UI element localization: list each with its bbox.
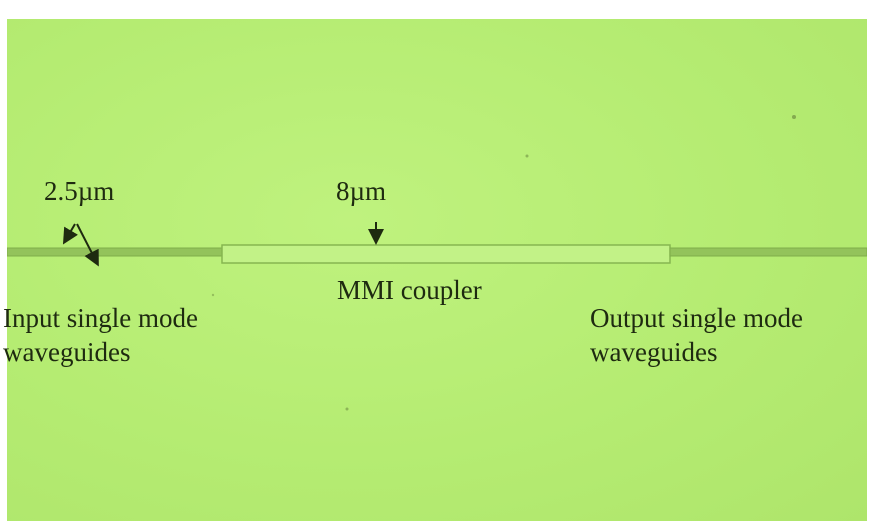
input-label-line1: Input single mode [3, 303, 198, 333]
output-waveguides-label: Output single mode waveguides [590, 301, 803, 369]
input-label-line2: waveguides [3, 337, 131, 367]
input-width-label: 2.5µm [44, 176, 115, 206]
dust-speck [792, 115, 796, 119]
dust-speck [211, 293, 215, 297]
micrograph [7, 19, 867, 521]
input-waveguides-label: Input single mode waveguides [3, 301, 198, 369]
output-label-line1: Output single mode [590, 303, 803, 333]
mmi-width-label: 8µm [336, 176, 387, 206]
mmi-coupler-label: MMI coupler [337, 275, 482, 305]
dust-speck [345, 407, 349, 411]
mmi-coupler-section [221, 244, 671, 264]
dust-speck [525, 154, 529, 158]
output-waveguide [669, 247, 867, 257]
waveguide-drawing [7, 115, 867, 411]
input-width-arrow-down [76, 223, 99, 267]
output-label-line2: waveguides [590, 337, 718, 367]
input-width-arrow-up [62, 223, 78, 245]
input-waveguide [7, 247, 223, 257]
